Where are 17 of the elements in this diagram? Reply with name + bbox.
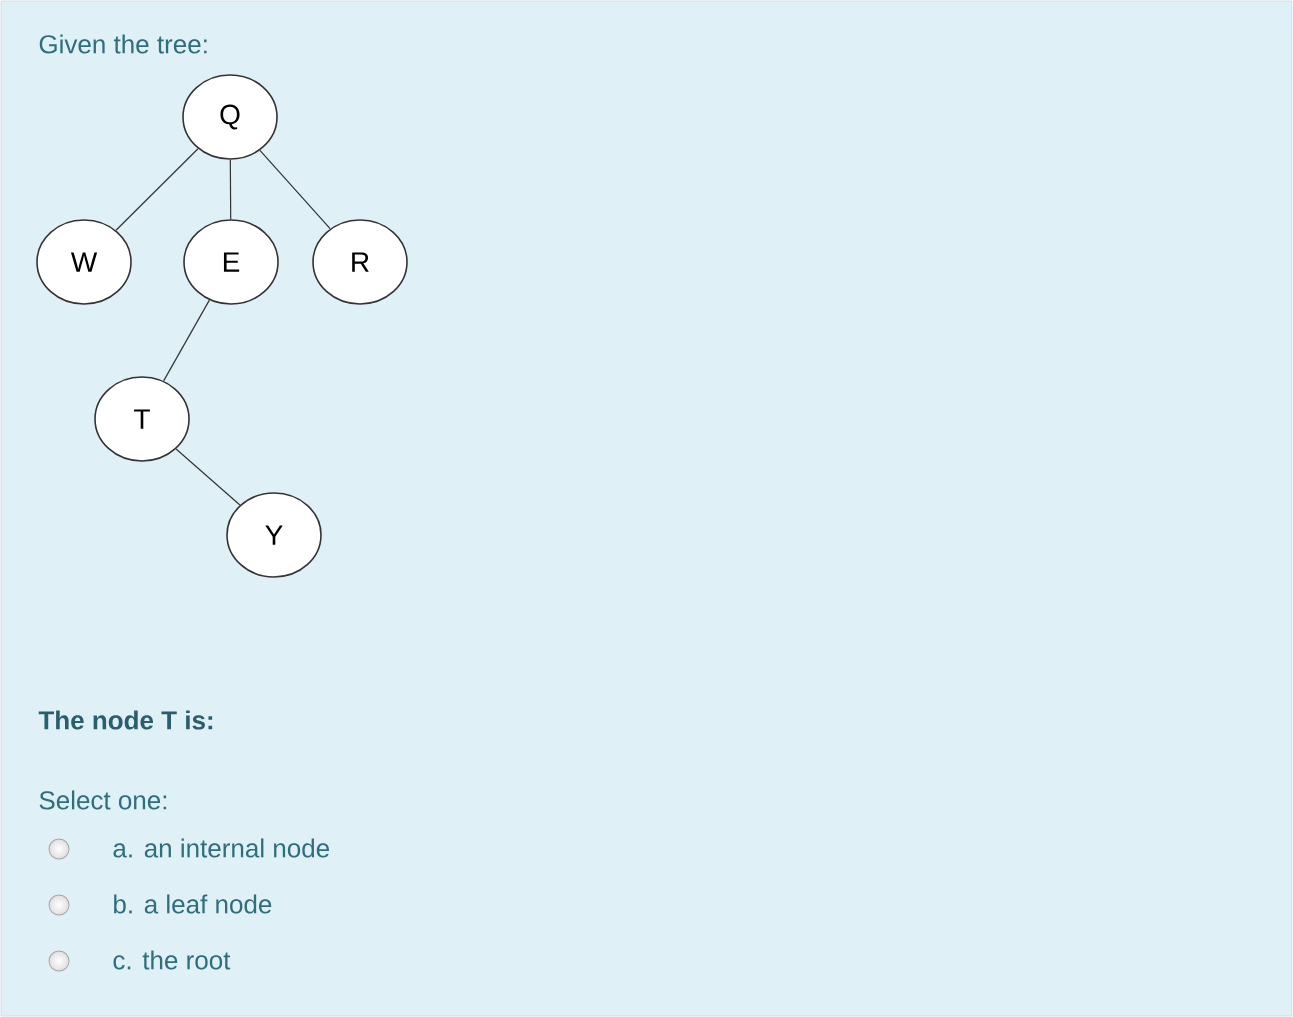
option-text: b. a leaf node xyxy=(114,894,272,914)
tree-edge xyxy=(229,159,232,220)
tree-edge xyxy=(115,148,199,231)
tree-node: Y xyxy=(226,492,322,578)
tree-node: E xyxy=(183,219,279,305)
tree-node: R xyxy=(312,219,408,305)
tree-node: T xyxy=(94,376,190,462)
tree-node: W xyxy=(36,219,132,305)
prompt-text: Select one: xyxy=(39,790,167,810)
tree-edge xyxy=(163,299,210,382)
tree-node: Q xyxy=(182,74,278,160)
option-text: c. the root xyxy=(113,950,231,970)
question-text: Given the tree: xyxy=(39,34,207,54)
option-text: a. an internal node xyxy=(113,838,329,858)
tree-edge xyxy=(175,448,241,506)
tree-edge xyxy=(259,149,331,230)
question-text: The node T is: xyxy=(38,710,213,730)
